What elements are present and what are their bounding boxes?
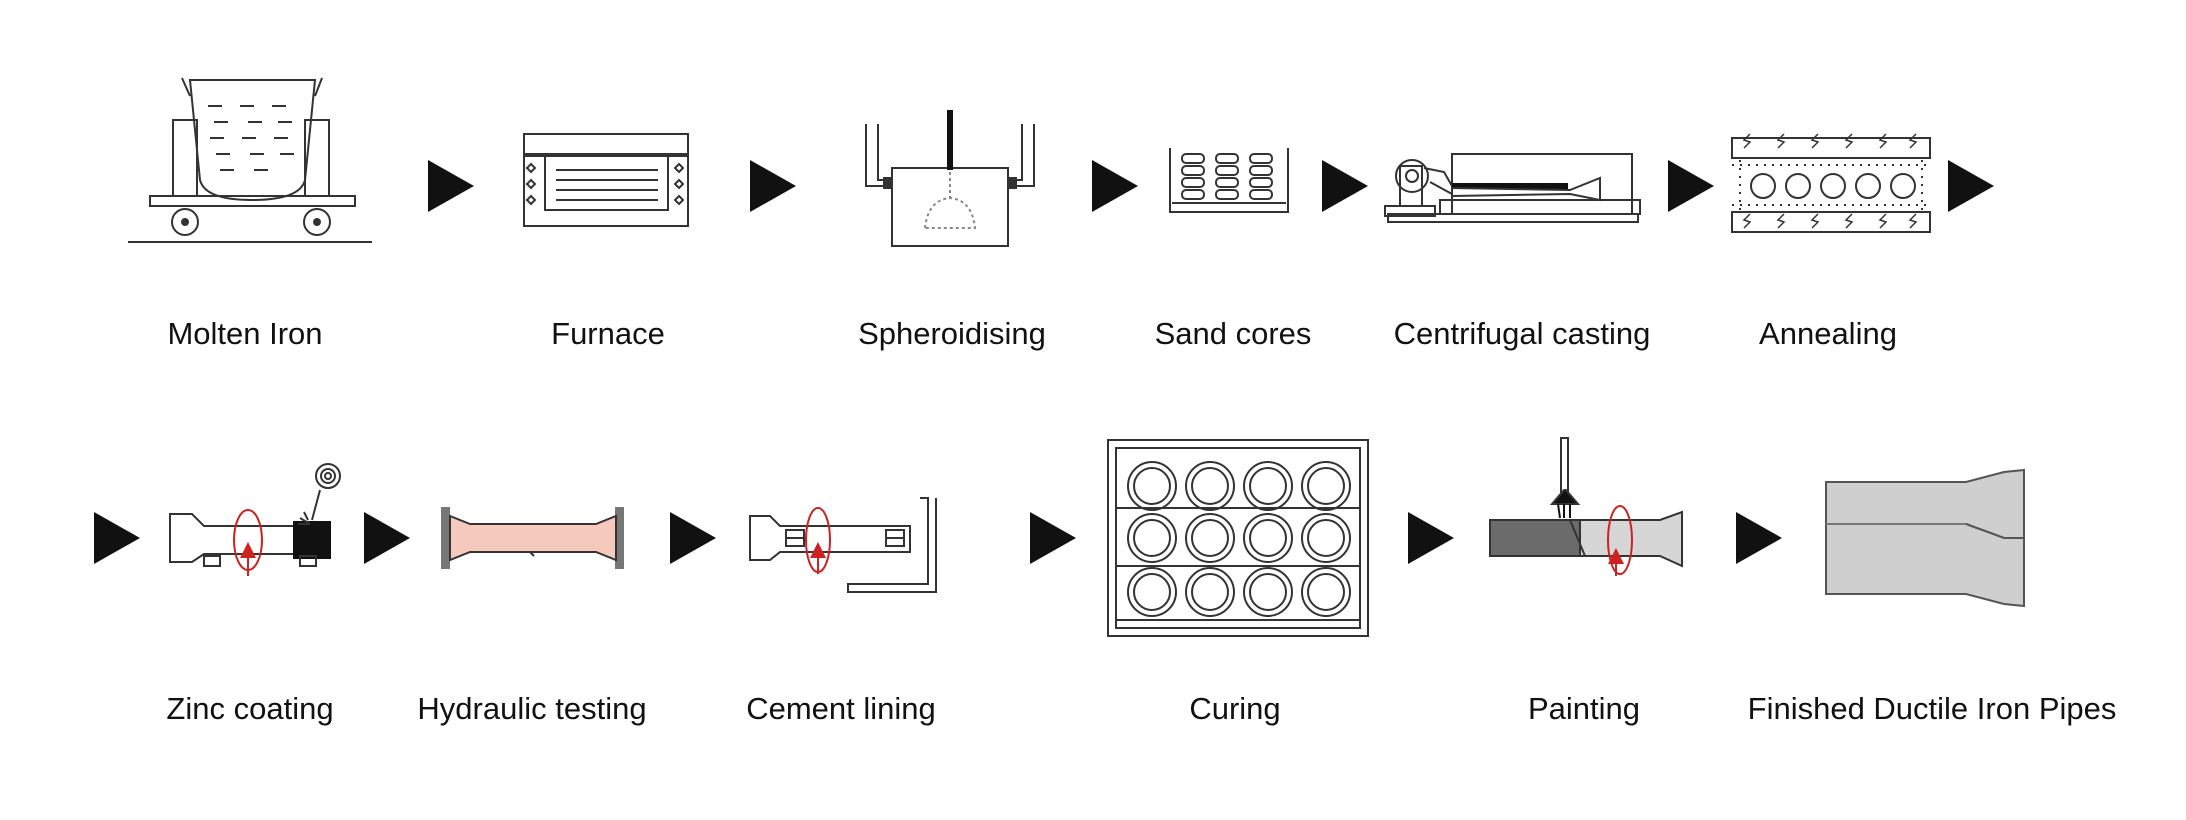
furnace-icon — [523, 133, 689, 227]
finished-pipes-icon — [1825, 468, 2025, 608]
flow-arrow-icon — [750, 160, 796, 212]
zinc-spray-pipe-icon — [169, 463, 341, 576]
step-label-painting: Painting — [1527, 691, 1641, 726]
flow-arrow-icon — [364, 512, 410, 564]
step-label-zinc-coating: Zinc coating — [166, 691, 334, 726]
step-label-annealing: Annealing — [1759, 316, 1897, 351]
spheroidising-tank-icon — [865, 110, 1035, 247]
hydraulic-test-pipe-icon — [441, 507, 624, 569]
flow-arrow-icon — [1948, 160, 1994, 212]
flow-arrow-icon — [670, 512, 716, 564]
flow-arrow-icon — [1408, 512, 1454, 564]
step-label-molten-iron: Molten Iron — [167, 316, 323, 351]
step-label-centrifugal-casting: Centrifugal casting — [1393, 316, 1651, 351]
flow-arrow-icon — [94, 512, 140, 564]
sand-cores-icon — [1169, 148, 1289, 213]
step-label-furnace: Furnace — [551, 316, 665, 351]
flow-arrow-icon — [1092, 160, 1138, 212]
step-label-cement-lining: Cement lining — [746, 691, 936, 726]
centrifugal-casting-machine-icon — [1384, 153, 1641, 223]
flow-arrow-icon — [428, 160, 474, 212]
cement-lining-pipe-icon — [749, 497, 937, 593]
curing-chamber-icon — [1107, 439, 1369, 637]
step-label-curing: Curing — [1189, 691, 1281, 726]
step-label-spheroidising: Spheroidising — [858, 316, 1046, 351]
annealing-oven-icon — [1731, 133, 1931, 233]
step-label-hydraulic-testing: Hydraulic testing — [417, 691, 647, 726]
step-label-sand-cores: Sand cores — [1154, 316, 1312, 351]
painting-pipe-icon — [1489, 437, 1683, 576]
step-label-finished-ductile-iron-pipes: Finished Ductile Iron Pipes — [1747, 691, 2117, 726]
flow-arrow-icon — [1736, 512, 1782, 564]
flow-arrow-icon — [1030, 512, 1076, 564]
ladle-cart-icon — [128, 77, 372, 243]
flow-arrow-icon — [1668, 160, 1714, 212]
flow-arrow-icon — [1322, 160, 1368, 212]
